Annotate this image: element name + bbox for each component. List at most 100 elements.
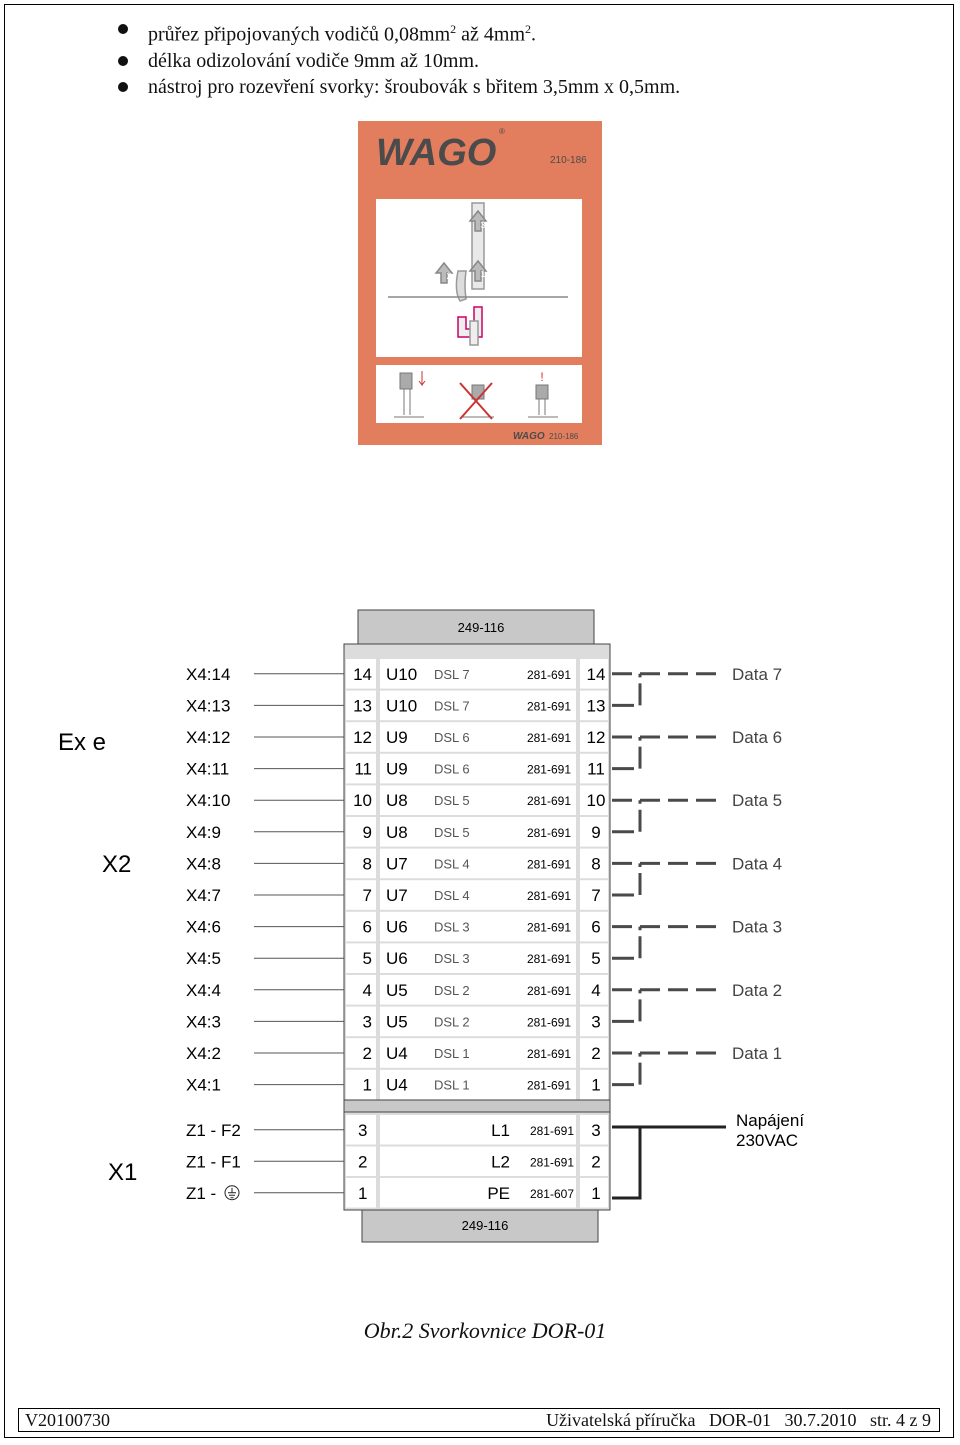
data-link: Data 5 [612,791,782,834]
left-number: 10 [353,791,372,810]
unit-label: U7 [386,854,408,873]
middle-cell [380,722,576,752]
right-cell [580,1006,608,1037]
left-cell [346,1146,376,1176]
right-cell [580,880,608,910]
data-dash-line [612,989,642,1023]
row-label: X4:7 [186,886,221,905]
row-label: X4:11 [186,760,229,779]
left-number: 3 [363,1012,372,1031]
right-number: 1 [591,1076,600,1095]
data-dash-line [612,800,642,834]
left-cell [346,817,376,847]
data-label: Data 1 [732,1044,782,1063]
dsl-label: DSL 7 [434,667,470,682]
middle-cell [380,1146,576,1176]
bullet-item: nástroj pro rozevření svorky: šroubovák … [118,74,680,100]
data-label: Data 7 [732,665,782,684]
right-cell [580,690,608,721]
part-number: 281-691 [527,1047,571,1061]
spring-icon [469,320,479,346]
part-number: 281-691 [527,826,571,840]
middle-cell [380,943,576,973]
separator-bar [343,1099,611,1113]
part-number: 281-691 [527,984,571,998]
signal-label: L2 [491,1152,510,1171]
data-label: Data 6 [732,728,782,747]
row-label: X4:9 [186,823,221,842]
data-link: Data 2 [612,981,782,1023]
row-label: X4:3 [186,1012,221,1031]
dsl-label: DSL 1 [434,1046,470,1061]
data-link: Data 3 [612,918,782,960]
dsl-label: DSL 5 [434,793,470,808]
group-label-x2: X2 [102,851,131,878]
top-header-bar [357,609,595,645]
dsl-label: DSL 2 [434,983,470,998]
arrow-3-icon [468,209,488,232]
footer-doc: DOR-01 [709,1410,771,1430]
right-number: 5 [591,949,600,968]
footer-right: Uživatelská příručka DOR-01 30.7.2010 st… [546,1410,931,1431]
right-cell [580,1115,608,1145]
dsl-label: DSL 3 [434,920,470,935]
figure-caption: Obr.2 Svorkovnice DOR-01 [363,1318,607,1343]
part-number: 281-691 [527,889,571,903]
registered-mark: ® [499,127,505,136]
right-cell [580,1146,608,1176]
left-number: 2 [358,1152,367,1171]
dsl-label: DSL 4 [434,856,470,871]
bullet-item: délka odizolování vodiče 9mm až 10mm. [118,48,680,74]
middle-cell [380,690,576,721]
unit-label: U5 [386,1012,408,1031]
wago-code: 210-186 [550,155,587,166]
middle-cell [380,753,576,784]
middle-cell [380,1006,576,1037]
row-label: X4:6 [186,918,221,937]
middle-cell [380,1115,576,1145]
footer-title: Uživatelská příručka [546,1410,696,1430]
right-number: 4 [591,981,600,1000]
left-number: 7 [363,886,372,905]
row-label: X4:2 [186,1044,221,1063]
left-number: 4 [363,981,372,1000]
middle-cell [380,1069,576,1100]
data-link: Data 7 [612,665,782,707]
earth-ground-icon [224,1185,240,1201]
data-dash-line [612,737,642,771]
right-cell [580,722,608,752]
right-cell [580,1178,608,1208]
unit-label: U9 [386,728,408,747]
right-number: 13 [587,696,606,715]
right-number: 10 [587,791,606,810]
left-cell [346,1115,376,1145]
data-label: Data 3 [732,918,782,937]
group-label-ex: Ex e [58,729,106,756]
step-3-label: 3 [480,220,485,230]
left-cell [346,911,376,942]
wire-icon [455,270,467,302]
right-cell [580,848,608,879]
unit-label: U5 [386,981,408,1000]
left-cell [346,785,376,815]
part-number: 281-691 [527,668,571,682]
data-dash-line [612,1053,642,1087]
step-2-label: 2 [446,271,451,281]
step-1-label: 1 [480,269,485,279]
unit-label: U8 [386,823,408,842]
dsl-label: DSL 1 [434,1078,470,1093]
data-dash-line [612,926,642,960]
footer-page: str. 4 z 9 [870,1410,931,1430]
row-label: Z1 - [186,1184,216,1203]
right-number: 2 [591,1044,600,1063]
part-number: 281-691 [527,1079,571,1093]
